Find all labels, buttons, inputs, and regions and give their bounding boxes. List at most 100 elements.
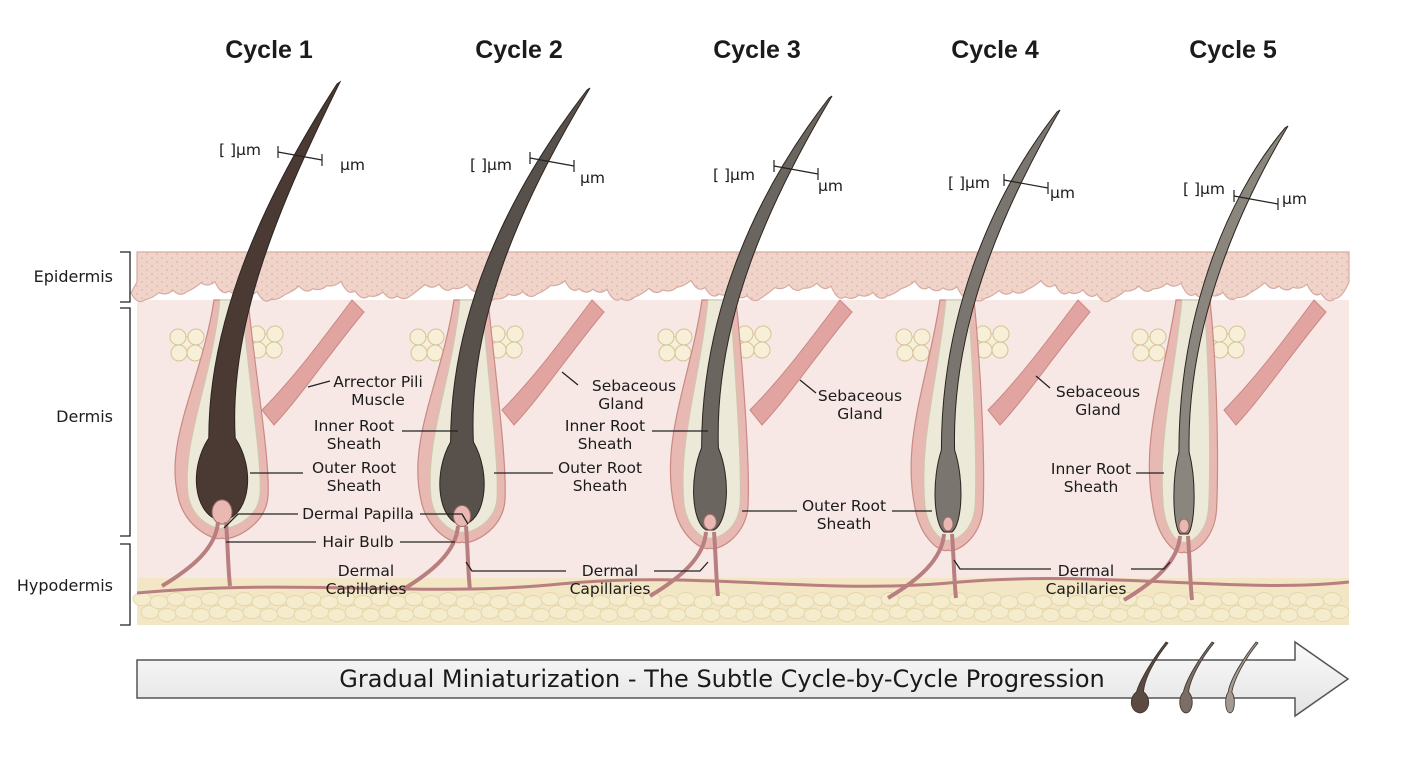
svg-text:Capillaries: Capillaries xyxy=(1046,580,1127,598)
follicle-group xyxy=(136,80,1350,602)
cycle-5-measure-right: µm xyxy=(1282,190,1307,208)
sebaceous-gland xyxy=(736,325,772,359)
fat-lobule xyxy=(1169,595,1189,609)
fat-lobule xyxy=(429,608,449,622)
svg-text:Hair Bulb: Hair Bulb xyxy=(322,533,393,551)
fat-lobule xyxy=(259,608,279,622)
fat-lobule xyxy=(361,608,381,622)
fat-lobule xyxy=(191,608,211,622)
fat-lobule xyxy=(1041,608,1061,622)
cycle-2-sebaceous-gland-label: Sebaceous Gland xyxy=(561,371,676,413)
fat-lobule xyxy=(285,595,305,609)
fat-lobule xyxy=(540,592,560,606)
fat-lobule xyxy=(1135,595,1155,609)
fat-lobule xyxy=(438,592,458,606)
fat-lobule xyxy=(863,595,883,609)
fat-lobule xyxy=(812,592,832,606)
fat-lobule xyxy=(1143,608,1163,622)
dermis-label: Dermis xyxy=(56,407,113,426)
cycle-1-follicle xyxy=(160,80,365,588)
dermal-capillary xyxy=(400,525,460,592)
hair-icon xyxy=(1130,641,1169,714)
hair-shaft xyxy=(1173,125,1289,535)
cycle-5-inner-root-sheath-label: Inner Root Sheath xyxy=(1051,460,1164,496)
dermis-bracket xyxy=(120,307,131,537)
dermal-papilla xyxy=(211,499,233,525)
fat-lobule xyxy=(948,592,968,606)
fat-lobule xyxy=(837,608,857,622)
cycle-4-dermal-capillaries-label: Dermal Capillaries xyxy=(953,559,1171,598)
fat-lobules xyxy=(132,592,1350,622)
cycle-1-measure-left: [ ]µm xyxy=(219,141,261,159)
cycle-3-follicle xyxy=(648,95,853,598)
fat-lobule xyxy=(769,608,789,622)
svg-text:Inner Root: Inner Root xyxy=(314,417,394,435)
fat-lobule xyxy=(778,592,798,606)
cycle-2-dermal-capillaries-label: Dermal Capillaries xyxy=(465,561,709,598)
fat-lobule xyxy=(497,608,517,622)
fat-lobule xyxy=(871,608,891,622)
svg-text:Sebaceous: Sebaceous xyxy=(592,377,676,395)
fat-lobule xyxy=(1254,592,1274,606)
svg-text:Arrector Pili: Arrector Pili xyxy=(333,373,423,391)
cycle-5-follicle xyxy=(1122,125,1327,602)
svg-text:Sheath: Sheath xyxy=(327,435,382,453)
cycle-4-sebaceous-gland-label: Sebaceous Gland xyxy=(1035,375,1140,419)
cycle-3-sebaceous-gland-label: Sebaceous Gland xyxy=(799,379,902,423)
cycle-3-measure-left: [ ]µm xyxy=(713,166,755,184)
fat-lobule xyxy=(1288,592,1308,606)
fat-lobule xyxy=(166,592,186,606)
sebaceous-gland xyxy=(974,325,1010,359)
dermal-papilla xyxy=(1178,518,1190,534)
cycle-1-inner-root-sheath-label: Inner Root Sheath xyxy=(314,417,458,453)
svg-text:Outer Root: Outer Root xyxy=(802,497,886,515)
epidermis-bracket xyxy=(120,251,131,303)
fat-lobule xyxy=(999,595,1019,609)
svg-text:Dermal: Dermal xyxy=(1058,562,1114,580)
svg-text:Inner Root: Inner Root xyxy=(565,417,645,435)
arrector-pili-muscle xyxy=(1223,299,1327,426)
dermal-capillary xyxy=(1122,535,1182,602)
fat-lobule xyxy=(404,592,424,606)
fat-lobule xyxy=(565,608,585,622)
dermal-papilla xyxy=(942,516,954,532)
svg-text:Outer Root: Outer Root xyxy=(558,459,642,477)
dermal-capillary xyxy=(160,521,220,588)
fat-lobule xyxy=(302,592,322,606)
diameter-caliper xyxy=(773,160,819,180)
sebaceous-gland xyxy=(895,328,931,362)
svg-text:Sheath: Sheath xyxy=(573,477,628,495)
svg-text:Muscle: Muscle xyxy=(351,391,405,409)
miniaturizing-hair-icons xyxy=(1130,641,1259,714)
fat-lobule xyxy=(1279,608,1299,622)
annotations: Arrector Pili Muscle Inner Root Sheath O… xyxy=(223,371,1171,598)
dermal-capillary xyxy=(464,525,472,591)
sebaceous-gland xyxy=(248,325,284,359)
svg-text:Capillaries: Capillaries xyxy=(326,580,407,598)
dermal-capillary xyxy=(1186,535,1194,601)
svg-text:Gland: Gland xyxy=(598,395,643,413)
dermal-capillary xyxy=(886,533,946,600)
hypodermis-bracket xyxy=(120,543,131,626)
epidermis-label: Epidermis xyxy=(34,267,113,286)
fat-lobule xyxy=(803,608,823,622)
fat-lobule xyxy=(1177,608,1197,622)
fat-lobule xyxy=(1211,608,1231,622)
fat-lobule xyxy=(463,608,483,622)
cycle-1-measure-right: µm xyxy=(340,156,365,174)
fat-lobule xyxy=(676,592,696,606)
progression-arrow xyxy=(136,640,1350,718)
fat-lobule xyxy=(251,595,271,609)
fat-lobule xyxy=(132,592,152,606)
svg-text:Inner Root: Inner Root xyxy=(1051,460,1131,478)
arrector-pili-muscle xyxy=(261,299,365,426)
svg-text:Dermal: Dermal xyxy=(582,562,638,580)
fat-lobule xyxy=(1313,608,1333,622)
cycle-2-outer-root-sheath-label: Outer Root Sheath xyxy=(494,459,642,495)
sebaceous-gland xyxy=(488,325,524,359)
fat-lobule xyxy=(293,608,313,622)
svg-text:Outer Root: Outer Root xyxy=(312,459,396,477)
svg-text:Sheath: Sheath xyxy=(817,515,872,533)
cycle-titles: Cycle 1 Cycle 2 Cycle 3 Cycle 4 Cycle 5 xyxy=(225,36,1277,64)
